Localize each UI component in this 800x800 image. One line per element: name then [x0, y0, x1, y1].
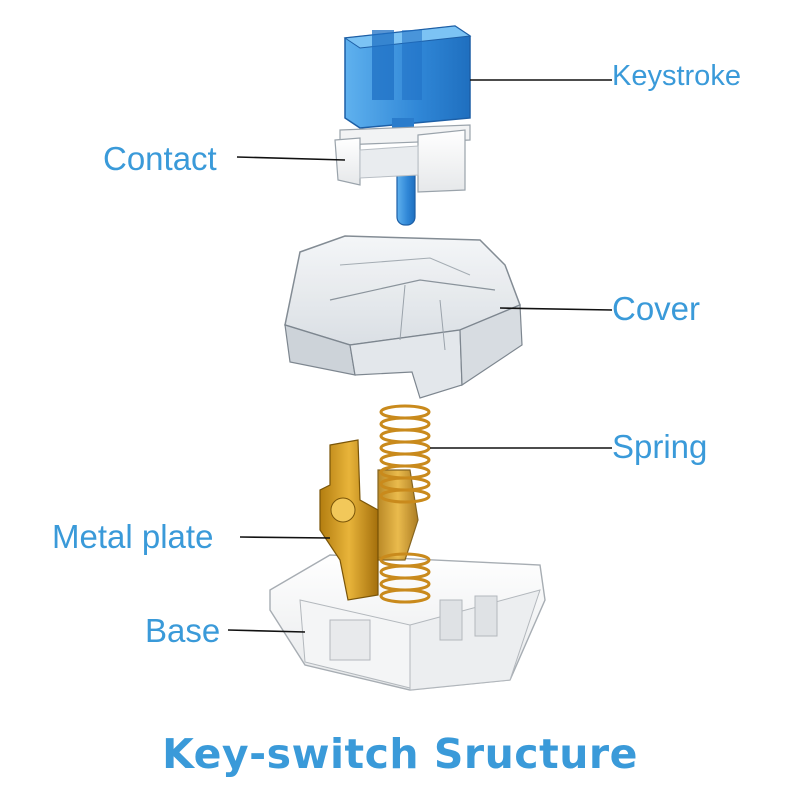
label-spring: Spring — [612, 428, 708, 465]
contact-part — [334, 124, 471, 193]
leader-line-base — [227, 629, 306, 633]
label-contact: Contact — [103, 140, 217, 177]
spring-part — [379, 404, 431, 604]
leader-line-cover — [499, 307, 613, 311]
leader-line-metal-plate — [239, 536, 331, 539]
label-base: Base — [145, 612, 221, 649]
base-part — [269, 554, 546, 691]
diagram-caption: Key-switch Sructure — [162, 730, 638, 778]
leader-line-contact — [236, 156, 346, 161]
label-cover: Cover — [612, 290, 701, 327]
label-keystroke: Keystroke — [612, 60, 741, 92]
cover-part — [284, 235, 523, 399]
label-metal-plate: Metal plate — [52, 518, 214, 555]
